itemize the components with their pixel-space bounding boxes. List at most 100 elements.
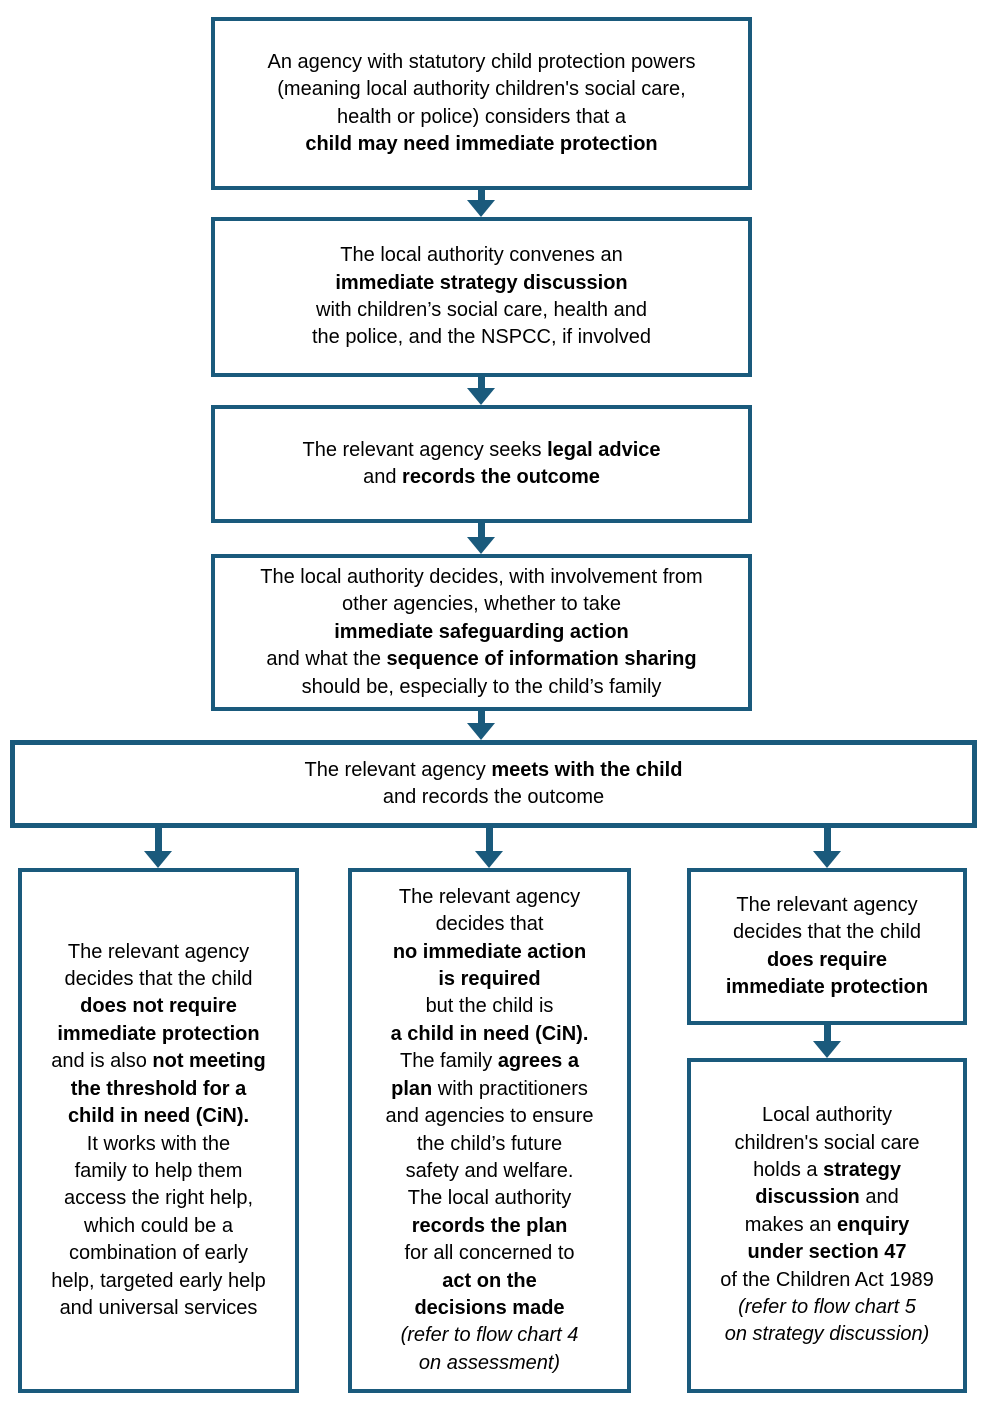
text-line: the child’s future: [356, 1131, 623, 1158]
text-line: The relevant agency: [695, 892, 959, 919]
text-segment: other agencies, whether to take: [341, 593, 622, 616]
text-line: help, targeted early help: [26, 1268, 291, 1295]
arrow-stem: [823, 1025, 831, 1041]
box-legal-advice: The relevant agency seeks legal advice an…: [211, 405, 752, 523]
text-segment: decides that the child: [64, 968, 253, 991]
text-segment: on strategy discussion): [724, 1323, 930, 1346]
text-segment: agrees a: [497, 1050, 579, 1073]
text-line: safety and welfare.: [356, 1158, 623, 1185]
text-line: The relevant agency: [26, 939, 291, 966]
text-segment: under section 47: [747, 1241, 907, 1264]
text-line: immediate protection: [26, 1021, 291, 1048]
text-segment: plan: [391, 1077, 433, 1100]
text-segment: family to help them: [74, 1159, 243, 1182]
text-line: does not require: [26, 993, 291, 1020]
text-segment: decides that: [435, 913, 544, 936]
text-line: (meaning local authority children's soci…: [219, 76, 744, 103]
text-segment: discussion: [755, 1186, 860, 1209]
text-segment: decides that the child: [733, 921, 921, 944]
text-segment: not meeting: [152, 1050, 266, 1073]
text-segment: but the child is: [425, 995, 554, 1018]
text-line: and agencies to ensure: [356, 1103, 623, 1130]
arrow-head: [467, 537, 495, 554]
text-segment: The relevant agency seeks: [302, 438, 548, 461]
text-line: of the Children Act 1989: [695, 1267, 959, 1294]
text-line: An agency with statutory child protectio…: [219, 49, 744, 76]
text-line: under section 47: [695, 1239, 959, 1266]
text-line: holds a strategy: [695, 1157, 959, 1184]
arrow-head: [467, 200, 495, 217]
text-segment: The family: [400, 1050, 498, 1073]
box-agency-considers-protection: An agency with statutory child protectio…: [211, 17, 752, 190]
arrow-head: [467, 388, 495, 405]
text-line: family to help them: [26, 1158, 291, 1185]
text-line: The relevant agency meets with the child: [19, 757, 968, 784]
text-segment: with practitioners: [432, 1077, 588, 1100]
text-segment: The relevant agency: [304, 758, 492, 781]
text-segment: meets with the child: [491, 758, 683, 781]
arrow-down-icon: [813, 828, 841, 868]
text-segment: records the outcome: [402, 466, 600, 488]
text-line: but the child is: [356, 993, 623, 1020]
text-segment: the child’s future: [416, 1132, 563, 1155]
text-line: and records the outcome: [19, 784, 968, 811]
text-line: is required: [356, 966, 623, 993]
text-segment: does require: [766, 948, 888, 971]
text-line: should be, especially to the child’s fam…: [219, 674, 744, 701]
text-segment: and is also: [51, 1050, 153, 1073]
text-segment: legal advice: [547, 438, 661, 461]
text-segment: The local authority decides, with involv…: [260, 565, 703, 588]
text-line: which could be a: [26, 1213, 291, 1240]
arrow-head: [813, 851, 841, 868]
text-segment: on assessment): [418, 1351, 561, 1374]
text-line: immediate protection: [695, 974, 959, 1001]
text-segment: child in need (CiN).: [67, 1105, 250, 1128]
arrow-stem: [485, 828, 493, 851]
arrow-down-icon: [467, 377, 495, 405]
arrow-head: [813, 1041, 841, 1058]
text-line: for all concerned to: [356, 1240, 623, 1267]
text-segment: a child in need (CiN).: [390, 1022, 589, 1045]
text-line: no immediate action: [356, 939, 623, 966]
text-segment: decisions made: [414, 1296, 565, 1319]
text-line: records the plan: [356, 1213, 623, 1240]
text-segment: strategy: [823, 1158, 901, 1181]
text-line: Local authority: [695, 1102, 959, 1129]
text-segment: enquiry: [837, 1213, 910, 1236]
text-line: with children’s social care, health and: [219, 297, 744, 324]
text-line: child may need immediate protection: [219, 131, 744, 158]
arrow-down-icon: [475, 828, 503, 868]
text-line: on strategy discussion): [695, 1321, 959, 1348]
text-segment: (meaning local authority children's soci…: [277, 78, 686, 101]
text-segment: immediate strategy discussion: [335, 271, 628, 294]
text-segment: safety and welfare.: [405, 1159, 574, 1182]
arrow-down-icon: [144, 828, 172, 868]
text-line: The local authority decides, with involv…: [219, 564, 744, 591]
text-segment: of the Children Act 1989: [720, 1268, 934, 1291]
text-segment: child may need immediate protection: [305, 132, 658, 155]
text-line: a child in need (CiN).: [356, 1021, 623, 1048]
text-line: act on the: [356, 1268, 623, 1295]
text-segment: should be, especially to the child’s fam…: [301, 675, 662, 698]
text-line: discussion and: [695, 1184, 959, 1211]
box-meets-with-child: The relevant agency meets with the child…: [10, 740, 977, 828]
text-line: It works with the: [26, 1131, 291, 1158]
text-segment: and: [859, 1186, 899, 1209]
arrow-head: [475, 851, 503, 868]
text-segment: The relevant agency: [67, 940, 250, 963]
text-line: health or police) considers that a: [219, 104, 744, 131]
arrow-stem: [823, 828, 831, 851]
text-line: children's social care: [695, 1130, 959, 1157]
text-segment: makes an: [744, 1213, 837, 1236]
text-segment: and: [363, 466, 403, 488]
arrow-down-icon: [467, 190, 495, 217]
text-line: and records the outcome: [219, 464, 744, 491]
text-segment: Local authority: [761, 1104, 893, 1127]
text-segment: no immediate action: [392, 940, 587, 963]
text-line: and universal services: [26, 1295, 291, 1322]
text-segment: act on the: [442, 1269, 537, 1292]
